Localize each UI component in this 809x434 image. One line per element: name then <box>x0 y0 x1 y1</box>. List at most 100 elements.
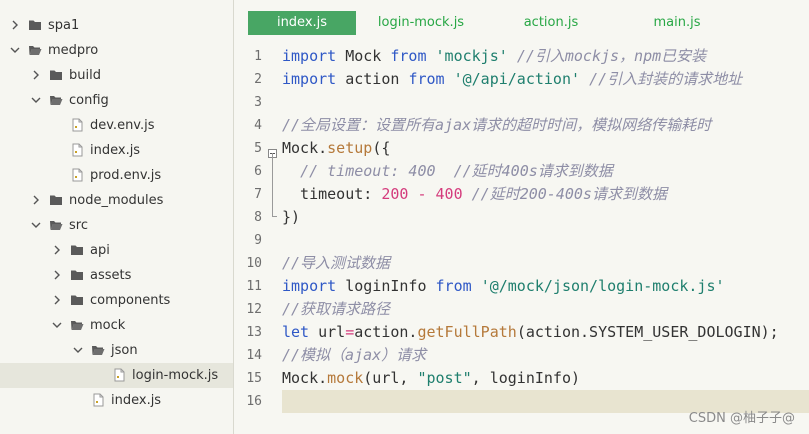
code-token: url <box>309 323 346 341</box>
fold-toggle-icon[interactable] <box>268 143 277 158</box>
chevron-right-icon[interactable] <box>31 195 41 205</box>
tree-item-label: spa1 <box>48 18 80 33</box>
chevron-down-icon[interactable] <box>73 345 83 355</box>
tab-index-js[interactable]: index.js <box>248 11 356 35</box>
code-token: from <box>390 47 427 65</box>
code-text: //全局设置：设置所有ajax请求的超时时间，模拟网络传输耗时 <box>282 114 711 137</box>
chevron-right-icon[interactable] <box>52 295 62 305</box>
tree-folder[interactable]: api <box>0 238 233 263</box>
fold-guide <box>272 153 273 216</box>
tree-item-label: index.js <box>111 393 162 408</box>
file-icon <box>70 118 84 132</box>
code-line[interactable]: 3 <box>234 91 809 114</box>
code-text: Mock.setup({ <box>282 137 390 160</box>
tree-folder[interactable]: mock <box>0 313 233 338</box>
tree-item-label: components <box>90 293 171 308</box>
tree-file[interactable]: login-mock.js <box>0 363 233 388</box>
watermark: CSDN @柚子子@ <box>688 411 795 426</box>
chevron-down-icon[interactable] <box>31 220 41 230</box>
tab-login-mock-js[interactable]: login-mock.js <box>377 15 465 30</box>
tree-item-label: assets <box>90 268 132 283</box>
chevron-down-icon[interactable] <box>31 95 41 105</box>
code-line[interactable]: 10 //导入测试数据 <box>234 252 809 275</box>
line-number: 14 <box>246 348 262 363</box>
tree-folder[interactable]: src <box>0 213 233 238</box>
folder-open-icon <box>49 93 63 107</box>
code-token <box>580 70 589 88</box>
tree-folder[interactable]: medpro <box>0 38 233 63</box>
code-token: action. <box>354 323 418 341</box>
code-token: //获取请求路径 <box>282 300 391 318</box>
code-token: //模拟（ajax）请求 <box>282 346 427 364</box>
tree-folder[interactable]: config <box>0 88 233 113</box>
code-token <box>463 185 472 203</box>
tree-file[interactable]: dev.env.js <box>0 113 233 138</box>
tree-item-label: index.js <box>90 143 141 158</box>
tab-main-js[interactable]: main.js <box>653 15 701 30</box>
tab-bar: index.js login-mock.js action.js main.js <box>234 0 809 42</box>
folder-icon <box>28 18 42 32</box>
code-token: (url, <box>363 369 418 387</box>
code-token: '@/api/action' <box>453 70 581 88</box>
file-icon <box>91 393 105 407</box>
line-number: 9 <box>254 233 262 248</box>
code-line[interactable]: 6 // timeout: 400 //延时400s请求到数据 <box>234 160 809 183</box>
line-number: 10 <box>246 256 262 271</box>
code-line[interactable]: 8}) <box>234 206 809 229</box>
code-line[interactable]: 7 timeout: 200 - 400 //延时200-400s请求到数据 <box>234 183 809 206</box>
tree-item-label: config <box>69 93 109 108</box>
code-line[interactable]: 14 //模拟（ajax）请求 <box>234 344 809 367</box>
tree-file[interactable]: index.js <box>0 388 233 413</box>
folder-icon <box>70 293 84 307</box>
code-line[interactable]: 16 <box>246 390 809 413</box>
code-token: from <box>435 277 472 295</box>
folder-open-icon <box>91 343 105 357</box>
code-text: let url=action.getFullPath(action.SYSTEM… <box>282 321 779 344</box>
chevron-right-icon[interactable] <box>31 70 41 80</box>
tree-folder[interactable]: build <box>0 63 233 88</box>
code-line[interactable]: 9 <box>234 229 809 252</box>
tree-file[interactable]: prod.env.js <box>0 163 233 188</box>
code-text: timeout: 200 - 400 //延时200-400s请求到数据 <box>282 183 667 206</box>
code-line[interactable]: 12//获取请求路径 <box>234 298 809 321</box>
line-number: 11 <box>246 279 262 294</box>
code-token <box>427 185 436 203</box>
chevron-right-icon[interactable] <box>52 270 62 280</box>
code-text: import action from '@/api/action' //引入封装… <box>282 68 742 91</box>
folder-icon <box>70 268 84 282</box>
code-token: //引入封装的请求地址 <box>589 70 743 88</box>
code-line[interactable]: 2 import action from '@/api/action' //引入封… <box>234 68 809 91</box>
tree-folder[interactable]: components <box>0 288 233 313</box>
tab-action-js[interactable]: action.js <box>523 15 579 30</box>
code-token: //导入测试数据 <box>282 254 391 272</box>
fold-guide-end <box>272 216 277 217</box>
folder-icon <box>49 68 63 82</box>
folder-icon <box>70 243 84 257</box>
line-number: 7 <box>254 187 262 202</box>
tree-file[interactable]: index.js <box>0 138 233 163</box>
chevron-right-icon[interactable] <box>10 20 20 30</box>
code-line[interactable]: 4 //全局设置：设置所有ajax请求的超时时间，模拟网络传输耗时 <box>234 114 809 137</box>
tree-item-label: node_modules <box>69 193 164 208</box>
tree-folder[interactable]: node_modules <box>0 188 233 213</box>
code-token: }) <box>282 208 301 226</box>
code-token: 'mockjs' <box>435 47 508 65</box>
chevron-down-icon[interactable] <box>10 45 20 55</box>
code-token: mock <box>327 369 364 387</box>
code-token: '@/mock/json/login-mock.js' <box>480 277 725 295</box>
line-number: 2 <box>254 72 262 87</box>
tree-folder[interactable]: spa1 <box>0 13 233 38</box>
tree-folder[interactable]: assets <box>0 263 233 288</box>
code-token: //全局设置：设置所有ajax请求的超时时间，模拟网络传输耗时 <box>282 116 712 134</box>
chevron-right-icon[interactable] <box>52 245 62 255</box>
tree-folder[interactable]: json <box>0 338 233 363</box>
line-number: 4 <box>254 118 262 133</box>
chevron-down-icon[interactable] <box>52 320 62 330</box>
file-icon <box>112 368 126 382</box>
